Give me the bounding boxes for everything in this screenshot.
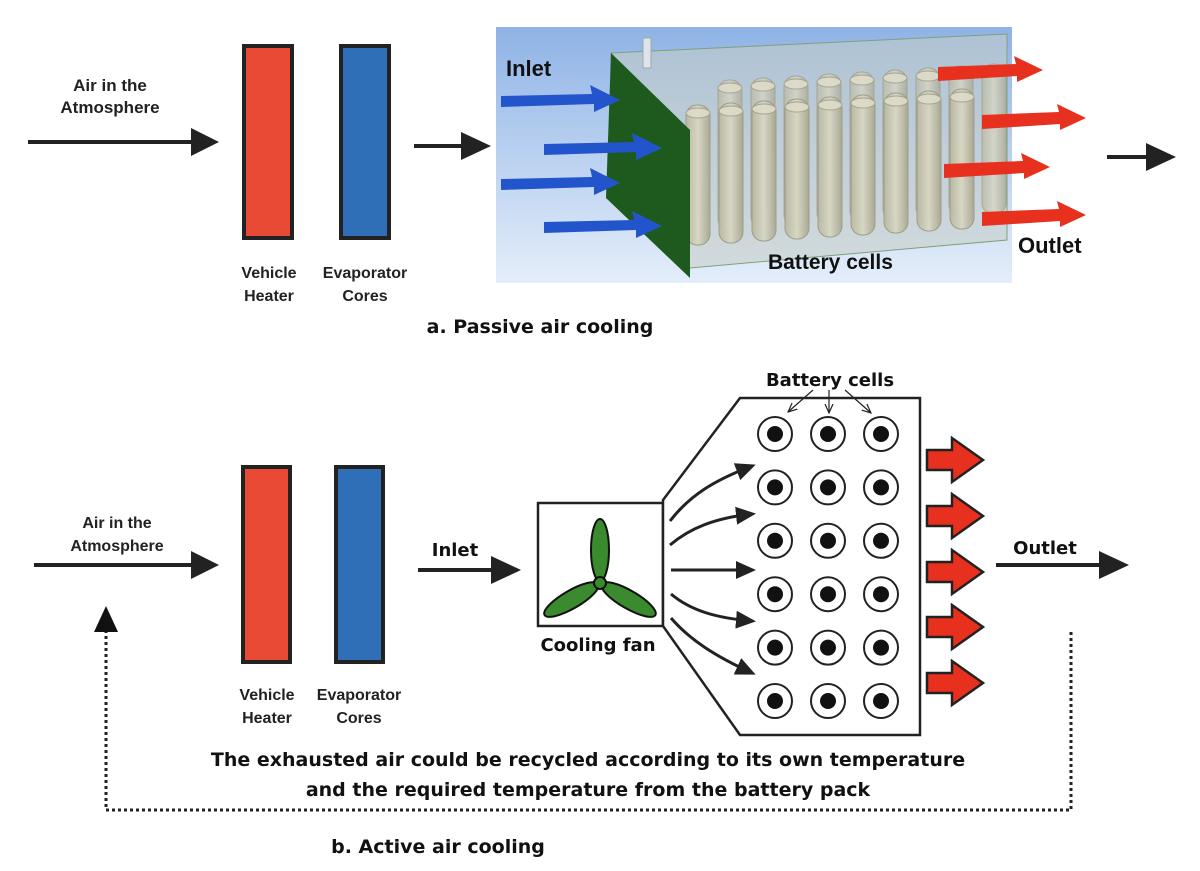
battery-cells-3d <box>642 37 1007 246</box>
heater-label-a-1: Vehicle <box>241 265 296 282</box>
battery-cell <box>757 629 793 666</box>
inlet-arrow <box>544 211 662 238</box>
fan-label: Cooling fan <box>540 635 655 656</box>
air-label-a-1: Air in the <box>73 76 147 95</box>
outlet-arrow <box>944 153 1050 179</box>
air-in-arrow-a <box>28 128 219 156</box>
panel-a: Air in the Atmosphere Vehicle Heater Eva… <box>28 27 1176 338</box>
battery-cell-3d <box>850 94 876 236</box>
inlet-arrow <box>544 133 662 160</box>
cooling-fan-icon <box>543 518 657 618</box>
evaporator-label-a-2: Cores <box>342 288 387 305</box>
battery-cell <box>810 469 846 506</box>
battery-cell <box>863 469 899 506</box>
battery-cell <box>810 416 846 452</box>
battery-pack-render: Inlet Outlet Battery cells <box>496 27 1086 283</box>
recycle-note-1: The exhausted air could be recycled acco… <box>211 749 965 771</box>
battery-label-a: Battery cells <box>768 251 893 274</box>
evaporator-label-a-1: Evaporator <box>323 265 407 282</box>
outlet-arrow <box>938 56 1043 82</box>
to-pack-arrow-a <box>414 132 491 160</box>
evaporator-cores-b <box>334 465 385 664</box>
heater-label-b-1: Vehicle <box>239 687 294 704</box>
outlet-arrow <box>982 104 1086 130</box>
inlet-label-b: Inlet <box>432 540 479 561</box>
recycle-loop <box>94 606 1073 812</box>
battery-cell <box>863 683 899 719</box>
inlet-arrow <box>501 85 620 112</box>
battery-cell <box>757 576 793 613</box>
battery-pointer-arrows <box>788 389 871 413</box>
fan-flow-arrows <box>668 463 756 675</box>
outlet-arrow <box>982 201 1086 227</box>
outlet-block-arrow <box>925 602 986 652</box>
outlet-label-a: Outlet <box>1018 233 1082 258</box>
battery-cell-3d <box>883 92 909 234</box>
battery-cell-3d <box>751 100 777 242</box>
evaporator-cores-a <box>339 44 391 240</box>
battery-cell-3d <box>718 102 744 244</box>
flow-arrow <box>670 592 756 629</box>
flow-arrow <box>669 506 756 547</box>
caption-a: a. Passive air cooling <box>427 316 654 338</box>
panel-b: Air in the Atmosphere Vehicle Heater Eva… <box>34 370 1129 858</box>
outlet-block-arrow <box>925 658 986 708</box>
recycle-note-2: and the required temperature from the ba… <box>306 779 871 801</box>
caption-b: b. Active air cooling <box>331 836 545 858</box>
battery-cell <box>863 629 899 666</box>
recycle-arrowhead <box>94 606 118 632</box>
battery-cell <box>863 522 899 559</box>
inlet-arrow <box>501 168 620 195</box>
battery-label-b: Battery cells <box>766 370 894 391</box>
heater-label-b-2: Heater <box>242 710 292 727</box>
evaporator-label-b-1: Evaporator <box>317 687 401 704</box>
air-label-a-2: Atmosphere <box>60 98 159 117</box>
outlet-block-arrow <box>925 547 986 597</box>
battery-cell <box>863 576 899 613</box>
inlet-arrow-b <box>418 556 521 584</box>
inlet-arrows-a <box>501 85 662 238</box>
connector <box>642 37 652 69</box>
battery-cell <box>863 416 899 452</box>
air-label-b-2: Atmosphere <box>70 538 163 555</box>
battery-cell <box>810 576 846 613</box>
vehicle-heater-a <box>242 44 294 240</box>
battery-enclosure <box>661 396 922 737</box>
battery-cell <box>810 522 846 559</box>
battery-cell-3d <box>949 88 975 230</box>
battery-cell-3d <box>981 63 1007 215</box>
battery-cell <box>810 683 846 719</box>
battery-cell <box>757 469 793 506</box>
battery-cell-3d <box>817 96 843 238</box>
exit-arrow-a <box>1107 143 1176 171</box>
outlet-label-b: Outlet <box>1013 538 1077 559</box>
flow-arrow <box>669 617 756 675</box>
outlet-block-arrows <box>925 435 986 708</box>
inlet-face <box>606 53 690 278</box>
battery-cell <box>810 629 846 666</box>
outlet-arrow-b <box>996 551 1129 579</box>
battery-cell-3d <box>916 90 942 232</box>
vehicle-heater-b <box>241 465 292 664</box>
evaporator-label-b-2: Cores <box>336 710 381 727</box>
air-label-b-1: Air in the <box>82 515 151 532</box>
air-in-arrow-b <box>34 551 219 579</box>
battery-cell-3d <box>784 98 810 240</box>
battery-cells-grid <box>757 416 899 719</box>
outlet-block-arrow <box>925 491 986 541</box>
inlet-label-a: Inlet <box>506 56 552 81</box>
outlet-block-arrow <box>925 435 986 485</box>
flow-arrow <box>668 463 756 522</box>
battery-cell <box>757 683 793 719</box>
heater-label-a-2: Heater <box>244 288 294 305</box>
battery-cell <box>757 416 793 452</box>
outlet-arrows-a <box>938 56 1086 227</box>
battery-cell <box>757 522 793 559</box>
